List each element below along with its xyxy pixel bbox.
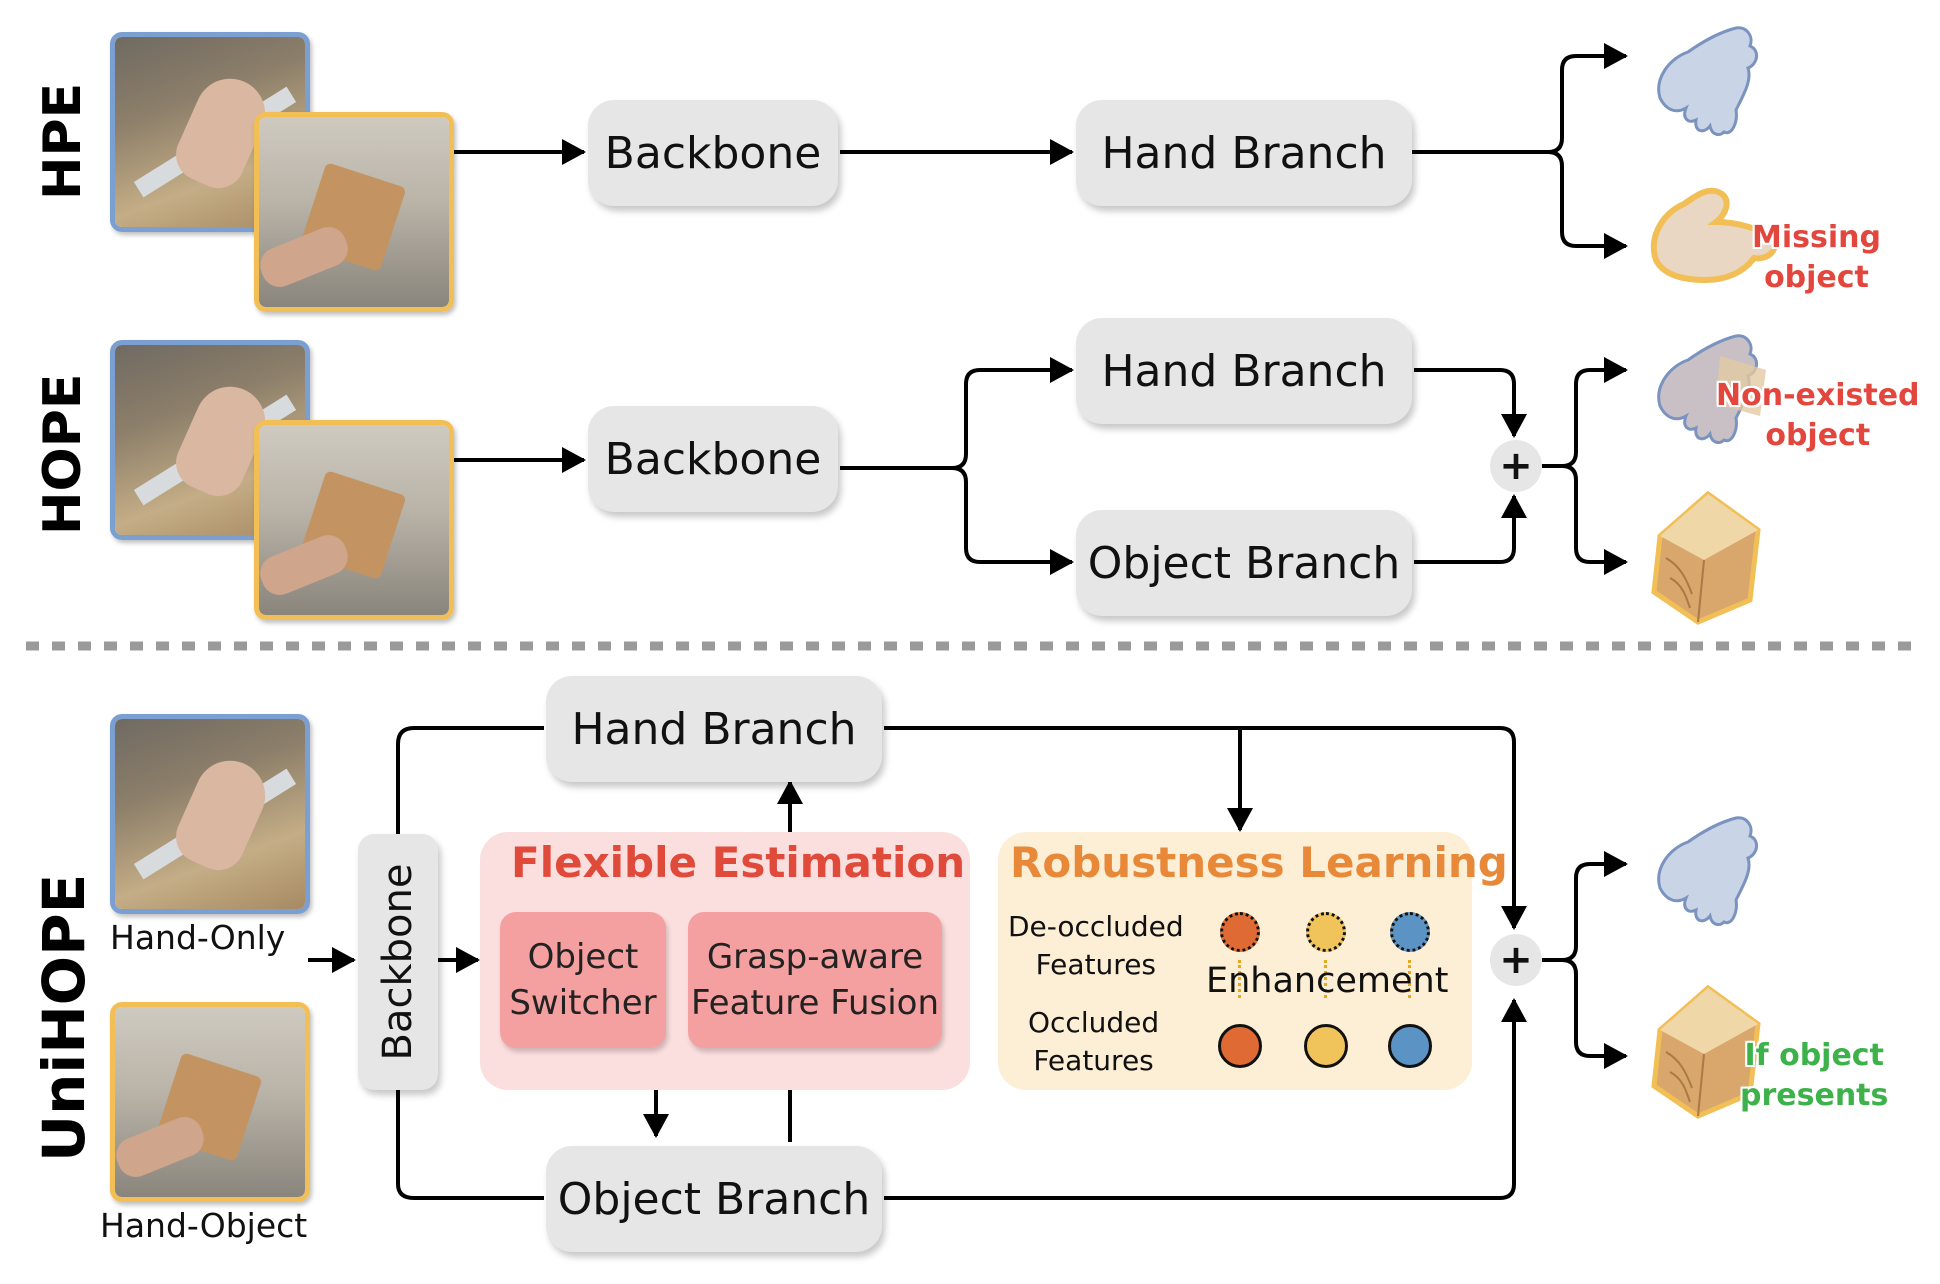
missing-object-note: Missing object — [1752, 218, 1881, 298]
unihope-backbone-label: Backbone — [375, 863, 421, 1061]
enhancement-arrow — [1408, 954, 1412, 1004]
section-label-unihope: UniHOPE — [30, 873, 98, 1162]
deoccluded-features-label: De-occluded Features — [1008, 910, 1184, 981]
hand-grasp-mesh-icon — [1651, 187, 1778, 284]
wooden-cube-icon — [1651, 490, 1761, 625]
deoccluded-feature-dot-orange — [1220, 912, 1260, 952]
section-label-hope: HOPE — [33, 373, 93, 535]
section-label-hpe: HPE — [33, 82, 93, 200]
robustness-learning-title: Robustness Learning — [1010, 838, 1508, 887]
hand-mesh-icon — [1657, 334, 1766, 444]
grasp-aware-fusion-label: Grasp-aware Feature Fusion — [690, 937, 940, 1023]
enhancement-label: Enhancement — [1206, 961, 1449, 1001]
hope-sum-node: + — [1490, 440, 1542, 492]
hope-backbone-box: Backbone — [588, 406, 838, 512]
hand-object-thumbnail — [254, 112, 454, 312]
occluded-feature-dot-yellow — [1304, 1024, 1348, 1068]
grasp-aware-fusion-box: Grasp-aware Feature Fusion — [688, 912, 942, 1048]
hpe-backbone-box: Backbone — [588, 100, 838, 206]
occluded-features-label: Occluded Features — [1028, 1006, 1160, 1077]
occluded-feature-dot-orange — [1218, 1024, 1262, 1068]
object-switcher-box: Object Switcher — [500, 912, 666, 1048]
object-switcher-label: Object Switcher — [509, 937, 657, 1023]
deoccluded-feature-dot-yellow — [1306, 912, 1346, 952]
non-existed-object-text: Non-existed object — [1716, 378, 1920, 453]
hope-hand-branch-box: Hand Branch — [1076, 318, 1412, 424]
hand-only-thumbnail — [110, 714, 310, 914]
hope-object-branch-box: Object Branch — [1076, 510, 1412, 616]
hand-only-caption: Hand-Only — [110, 918, 286, 957]
enhancement-arrow — [1324, 954, 1328, 1004]
unihope-sum-node: + — [1490, 934, 1542, 986]
hand-mesh-icon — [1657, 816, 1758, 926]
unihope-hand-branch-box: Hand Branch — [546, 676, 882, 782]
hand-mesh-icon — [1657, 26, 1758, 136]
missing-object-text: Missing object — [1752, 220, 1881, 295]
occluded-feature-dot-blue — [1388, 1024, 1432, 1068]
if-object-presents-text: If object presents — [1740, 1038, 1889, 1113]
deoccluded-feature-dot-blue — [1390, 912, 1430, 952]
hpe-hand-branch-box: Hand Branch — [1076, 100, 1412, 206]
unihope-backbone-box: Backbone — [358, 834, 438, 1090]
wooden-cube-icon — [1651, 984, 1761, 1119]
flexible-estimation-title: Flexible Estimation — [511, 838, 966, 887]
non-existed-object-note: Non-existed object — [1716, 376, 1920, 456]
enhancement-arrow — [1238, 954, 1242, 1004]
unihope-object-branch-box: Object Branch — [546, 1146, 882, 1252]
hand-object-caption: Hand-Object — [100, 1206, 308, 1245]
if-object-presents-note: If object presents — [1740, 1036, 1888, 1116]
hand-object-thumbnail — [110, 1002, 310, 1202]
hand-object-thumbnail — [254, 420, 454, 620]
